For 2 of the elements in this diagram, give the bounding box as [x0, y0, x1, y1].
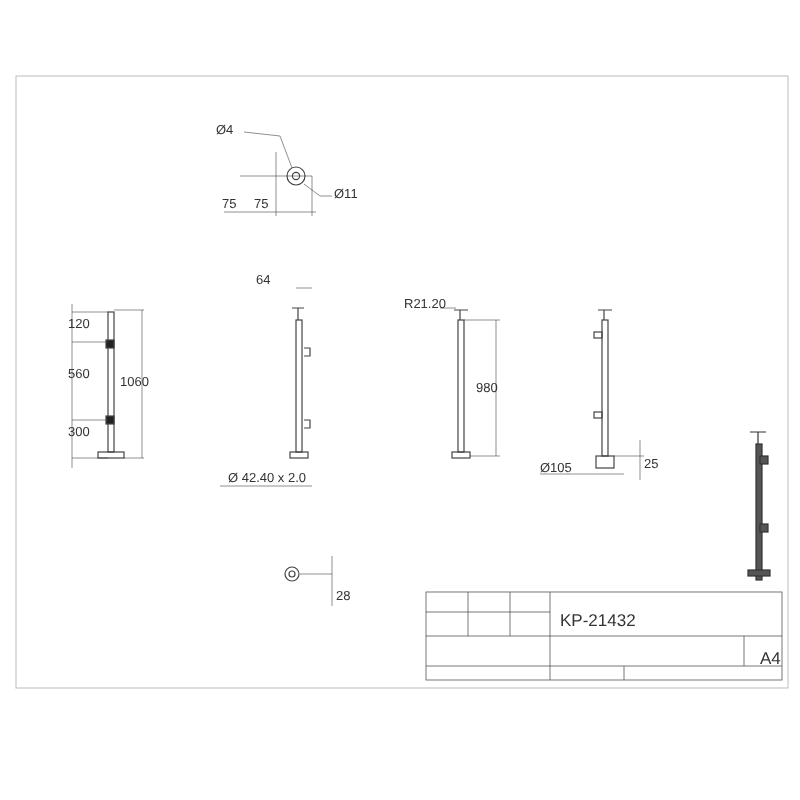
title-block-text: KP-21432 — [560, 612, 636, 629]
title-block-text: A4 — [760, 650, 781, 667]
